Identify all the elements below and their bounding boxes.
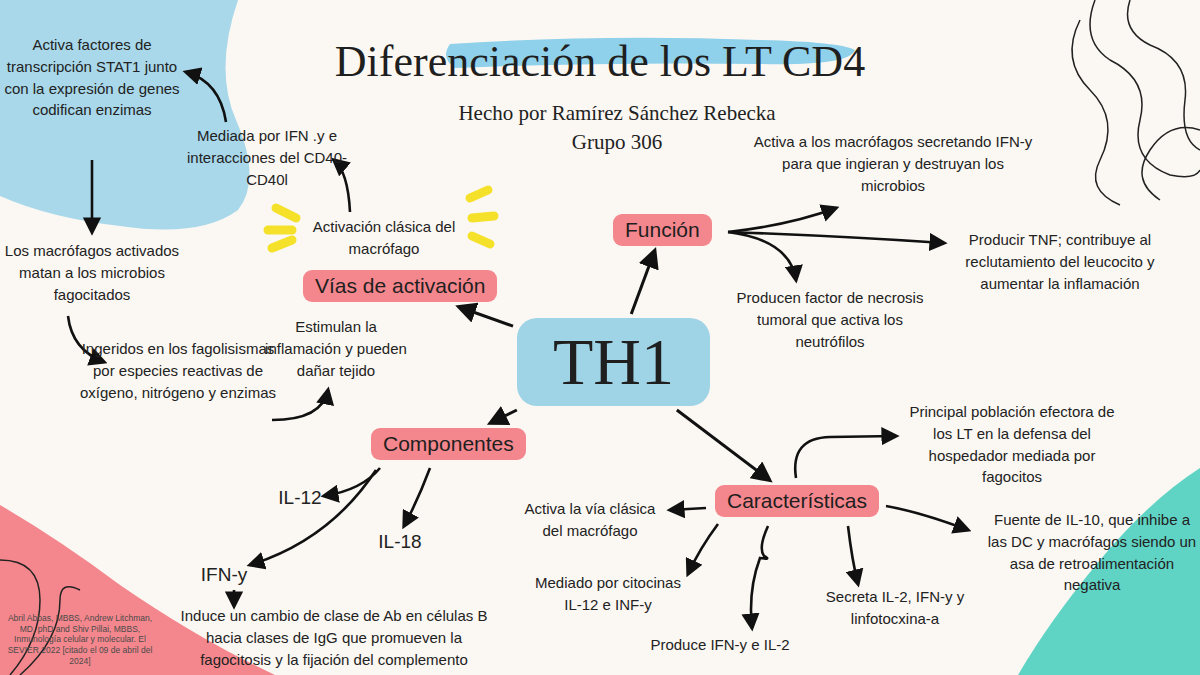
connector-arrow: [677, 410, 769, 480]
pink-blob: [0, 505, 275, 675]
leader-arrow: [670, 508, 706, 510]
note-text: Producen factor de necrosis tumoral que …: [730, 287, 930, 352]
note-text: Activa factores de transcripción STAT1 j…: [4, 34, 180, 121]
category-box: Características: [715, 485, 879, 517]
citation: Abril Abbas, MBBS, Andrew Litchman, MD, …: [4, 613, 156, 666]
leader-arrow: [186, 72, 226, 122]
category-box: Componentes: [371, 428, 526, 460]
leader-arrow: [795, 436, 896, 478]
squiggle-lines: [1072, 0, 1200, 205]
note-text: Secreta IL-2, IFN-y y linfotocxina-a: [810, 586, 980, 630]
leader-arrow: [334, 160, 350, 212]
note-text: Los macrófagos activados matan a los mic…: [1, 240, 183, 305]
category-box: Función: [613, 214, 712, 246]
blue-blob: [0, 0, 250, 230]
leader-arrow: [272, 390, 328, 420]
note-text: Mediada por IFN .y e interacciones del C…: [177, 125, 357, 190]
connector-arrow: [631, 251, 654, 314]
leader-arrow: [728, 232, 944, 243]
node-text: Función: [625, 218, 700, 242]
note-text: IL-12: [265, 484, 335, 512]
note-text: Produce IFN-y e IL-2: [620, 634, 820, 656]
note-text: Fuente de IL-10, que inhibe a las DC y m…: [986, 509, 1198, 596]
note-text: Grupo 306: [517, 129, 717, 156]
leader-arrow: [886, 506, 968, 530]
note-text: Activa a los macrófagos secretando IFN-y…: [748, 131, 1038, 196]
leader-arrow: [688, 524, 718, 574]
note-text: Activación clásica del macrófago: [298, 216, 470, 260]
node-text: TH1: [553, 324, 674, 400]
note-text: Estimulan la inflamación y pueden dañar …: [256, 316, 416, 381]
category-box: Vías de activación: [303, 270, 497, 302]
note-text: Producir TNF; contribuye al reclutamient…: [944, 229, 1176, 294]
leader-arrow: [728, 232, 796, 280]
note-text: Mediado por citocinas IL-12 e INF-y: [533, 572, 683, 616]
note-text: Activa la vía clásica del macrófago: [513, 498, 667, 542]
leader-arrow: [404, 468, 430, 526]
note-text: IFN-y: [189, 561, 259, 589]
title: Diferenciación de los LT CD4: [0, 36, 1200, 87]
note-text: Ingeridos en los fagolisismas por especi…: [80, 338, 276, 403]
leader-arrow: [848, 526, 858, 584]
note-text: IL-18: [365, 528, 435, 556]
node-text: Vías de activación: [315, 274, 485, 298]
note-text: Hecho por Ramírez Sánchez Rebecka: [387, 100, 847, 127]
connector-arrow: [459, 307, 513, 326]
main-box: TH1: [517, 318, 710, 406]
leader-arrow: [91, 160, 94, 232]
connector-arrow: [491, 410, 517, 423]
node-text: Componentes: [383, 432, 514, 456]
leader-arrow: [324, 468, 380, 496]
node-text: Características: [727, 489, 867, 513]
leader-arrow: [250, 470, 376, 565]
note-text: Induce un cambio de clase de Ab en célul…: [169, 605, 499, 670]
leader-arrow: [751, 526, 768, 628]
leader-arrow: [728, 208, 836, 232]
note-text: Principal población efectora de los LT e…: [901, 401, 1123, 488]
leader-arrow: [233, 590, 236, 606]
